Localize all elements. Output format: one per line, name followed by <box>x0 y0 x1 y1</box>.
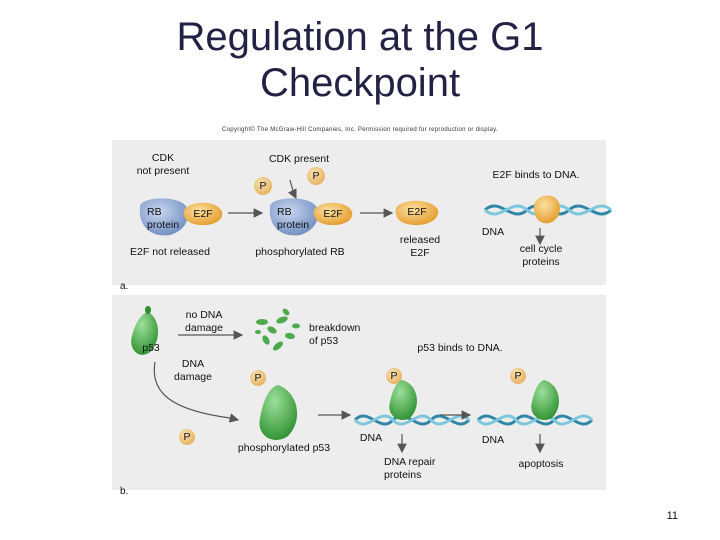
arrow-cdk <box>287 179 297 200</box>
label-dna-a: DNA <box>481 226 505 238</box>
label-released-e2f: released E2F <box>399 234 441 259</box>
label-dna-damage: DNA damage <box>174 358 212 383</box>
label-phosphate-a2: P <box>312 170 320 182</box>
phosphate-circle-b4 <box>510 368 526 384</box>
label-rb-protein-left: RB protein <box>147 206 180 231</box>
panel-a-letter: a. <box>120 281 129 292</box>
rb-e2f-complex-left <box>139 198 223 236</box>
released-e2f-shape <box>395 200 439 226</box>
e2f-on-dna <box>533 195 560 224</box>
label-cdk-not-present: CDK not present <box>136 152 190 177</box>
copyright-notice: Copyright© The McGraw-Hill Companies, In… <box>222 127 498 133</box>
label-dna-b2: DNA <box>481 434 505 446</box>
label-p53: p53 <box>142 342 160 354</box>
label-breakdown-of-p53: breakdown of p53 <box>309 322 361 347</box>
label-e2f-released: E2F <box>407 206 427 218</box>
label-phosphate-b4: P <box>514 370 522 382</box>
p53-shape-left <box>131 312 159 355</box>
rb-e2f-complex-middle <box>269 198 353 236</box>
label-p53-binds-dna: p53 binds to DNA. <box>417 342 503 354</box>
e2f-shape-left <box>183 202 223 226</box>
label-phosphate-b2: P <box>254 372 262 384</box>
p53-stem-left <box>145 306 151 314</box>
rb-protein-shape-middle <box>269 198 319 236</box>
label-dna-b1: DNA <box>359 432 383 444</box>
phosphate-circle-a2 <box>307 167 325 185</box>
phosphate-circle-a1 <box>254 177 272 195</box>
label-e2f-middle: E2F <box>323 208 343 220</box>
dna-helix-b2 <box>476 414 594 426</box>
phosphorylated-p53-shape <box>259 385 298 440</box>
page-number: 11 <box>666 510 678 522</box>
label-e2f-binds-dna: E2F binds to DNA. <box>492 169 580 181</box>
phosphate-circle-b3 <box>386 368 402 384</box>
phosphate-circle-b1 <box>179 429 195 445</box>
title-line-2: Checkpoint <box>259 61 461 105</box>
panel-b-letter: b. <box>120 486 129 497</box>
e2f-shape-middle <box>313 202 353 226</box>
label-cdk-present: CDK present <box>268 153 330 165</box>
rb-protein-shape-left <box>139 198 189 236</box>
label-e2f-left: E2F <box>193 208 213 220</box>
dna-helix-b1 <box>353 414 471 426</box>
label-apoptosis: apoptosis <box>518 458 564 470</box>
p53-on-dna-2 <box>531 380 559 421</box>
label-phosphate-b3: P <box>390 370 398 382</box>
panel-b-background <box>112 295 606 490</box>
p53-on-dna-1 <box>389 380 417 421</box>
phosphate-circle-b2 <box>250 370 266 386</box>
label-phosphorylated-p53: phosphorylated p53 <box>237 442 331 454</box>
label-rb-protein-middle: RB protein <box>277 206 310 231</box>
label-e2f-not-released: E2F not released <box>130 246 210 258</box>
label-dna-repair-proteins: DNA repair proteins <box>384 456 436 481</box>
p53-fragments <box>255 308 300 351</box>
title-line-1: Regulation at the G1 <box>176 15 544 59</box>
label-phosphorylated-rb: phosphorylated RB <box>255 246 345 258</box>
label-cell-cycle-proteins: cell cycle proteins <box>519 243 563 268</box>
slide-title: Regulation at the G1 Checkpoint <box>0 14 720 106</box>
label-no-dna-damage: no DNA damage <box>185 309 223 334</box>
arrow-dna-damage <box>153 361 240 423</box>
label-phosphate-b1: P <box>183 431 191 443</box>
label-phosphate-a1: P <box>259 180 267 192</box>
